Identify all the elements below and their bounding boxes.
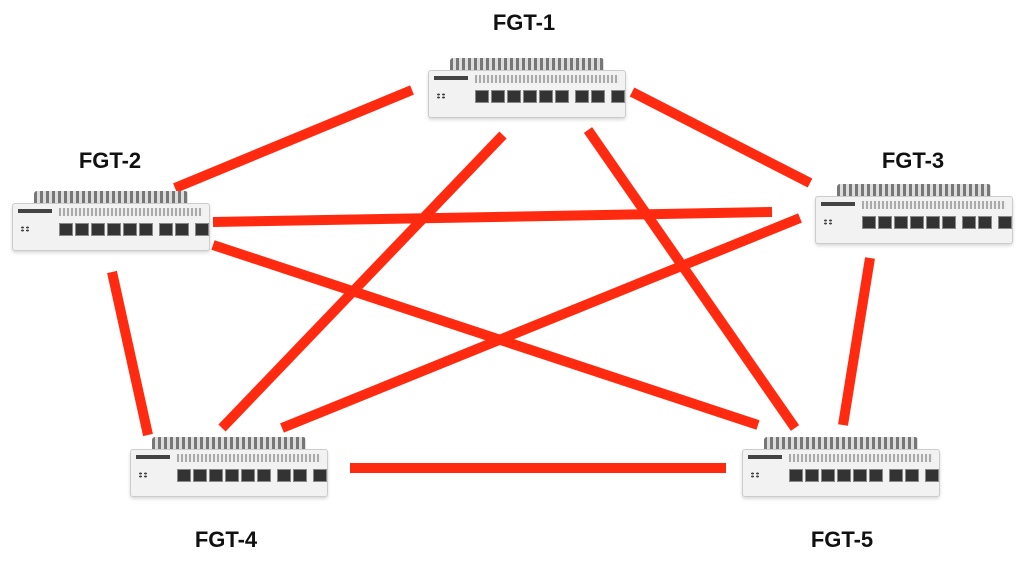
ethernet-port xyxy=(277,469,291,482)
status-leds xyxy=(823,219,833,225)
ethernet-port xyxy=(962,216,976,229)
ethernet-port xyxy=(591,90,605,103)
ethernet-port xyxy=(195,223,209,236)
node-label-fgt-3: FGT-3 xyxy=(881,148,945,173)
brand-logo xyxy=(821,202,855,206)
status-leds xyxy=(436,93,446,99)
firewall-device-fgt-5[interactable] xyxy=(742,437,940,497)
ethernet-port xyxy=(805,469,819,482)
ethernet-port xyxy=(507,90,521,103)
ethernet-port xyxy=(209,469,223,482)
ethernet-port xyxy=(225,469,239,482)
ethernet-port xyxy=(942,216,956,229)
device-front-panel xyxy=(428,70,626,118)
device-grill xyxy=(862,201,1006,209)
node-label-fgt-2: FGT-2 xyxy=(78,148,142,173)
device-vent xyxy=(764,437,918,451)
brand-logo xyxy=(748,455,782,459)
device-vent xyxy=(34,191,188,205)
link-fgt-2-fgt-3 xyxy=(212,207,773,227)
ethernet-port xyxy=(575,90,589,103)
status-leds xyxy=(138,472,148,478)
device-front-panel xyxy=(815,196,1013,244)
ethernet-port xyxy=(107,223,121,236)
ethernet-port xyxy=(837,469,851,482)
ethernet-port xyxy=(925,469,939,482)
ethernet-port xyxy=(257,469,271,482)
node-label-fgt-1: FGT-1 xyxy=(492,10,556,35)
node-label-fgt-5: FGT-5 xyxy=(810,527,874,552)
ethernet-port xyxy=(139,223,153,236)
ethernet-port xyxy=(177,469,191,482)
ethernet-port xyxy=(910,216,924,229)
ethernet-port xyxy=(491,90,505,103)
ethernet-port xyxy=(313,469,327,482)
ethernet-port xyxy=(123,223,137,236)
ethernet-port xyxy=(59,223,73,236)
firewall-device-fgt-4[interactable] xyxy=(130,437,328,497)
status-leds xyxy=(750,472,760,478)
ethernet-port xyxy=(862,216,876,229)
node-label-fgt-4: FGT-4 xyxy=(194,527,258,552)
link-fgt-2-fgt-4 xyxy=(107,270,153,437)
ethernet-port xyxy=(889,469,903,482)
firewall-device-fgt-2[interactable] xyxy=(12,191,210,251)
ethernet-port xyxy=(539,90,553,103)
ethernet-port xyxy=(555,90,569,103)
ethernet-port xyxy=(926,216,940,229)
brand-logo xyxy=(136,455,170,459)
link-fgt-2-fgt-5 xyxy=(211,240,760,430)
device-grill xyxy=(59,208,203,216)
device-front-panel xyxy=(130,449,328,497)
ethernet-port xyxy=(75,223,89,236)
device-front-panel xyxy=(742,449,940,497)
device-grill xyxy=(475,75,619,83)
ethernet-port xyxy=(821,469,835,482)
ethernet-port xyxy=(175,223,189,236)
device-vent xyxy=(152,437,306,451)
ethernet-port xyxy=(853,469,867,482)
ethernet-port xyxy=(789,469,803,482)
ethernet-port xyxy=(894,216,908,229)
ethernet-port xyxy=(978,216,992,229)
brand-logo xyxy=(434,76,468,80)
ethernet-port xyxy=(905,469,919,482)
device-grill xyxy=(789,454,933,462)
firewall-device-fgt-3[interactable] xyxy=(815,184,1013,244)
ethernet-port xyxy=(523,90,537,103)
ethernet-port xyxy=(193,469,207,482)
link-fgt-1-fgt-2 xyxy=(173,85,414,193)
ethernet-port xyxy=(91,223,105,236)
device-grill xyxy=(177,454,321,462)
ethernet-port xyxy=(878,216,892,229)
link-fgt-3-fgt-4 xyxy=(280,213,802,433)
ethernet-port xyxy=(159,223,173,236)
status-leds xyxy=(20,226,30,232)
firewall-device-fgt-1[interactable] xyxy=(428,58,626,118)
ethernet-port xyxy=(998,216,1012,229)
link-fgt-1-fgt-3 xyxy=(629,87,813,188)
link-fgt-1-fgt-4 xyxy=(218,131,507,432)
ethernet-port xyxy=(293,469,307,482)
link-fgt-1-fgt-5 xyxy=(583,127,800,431)
ethernet-port xyxy=(869,469,883,482)
ethernet-port xyxy=(241,469,255,482)
ethernet-port xyxy=(475,90,489,103)
device-vent xyxy=(837,184,991,198)
link-fgt-3-fgt-5 xyxy=(838,257,875,426)
device-front-panel xyxy=(12,203,210,251)
device-vent xyxy=(450,58,604,72)
ethernet-port xyxy=(611,90,625,103)
brand-logo xyxy=(18,209,52,213)
